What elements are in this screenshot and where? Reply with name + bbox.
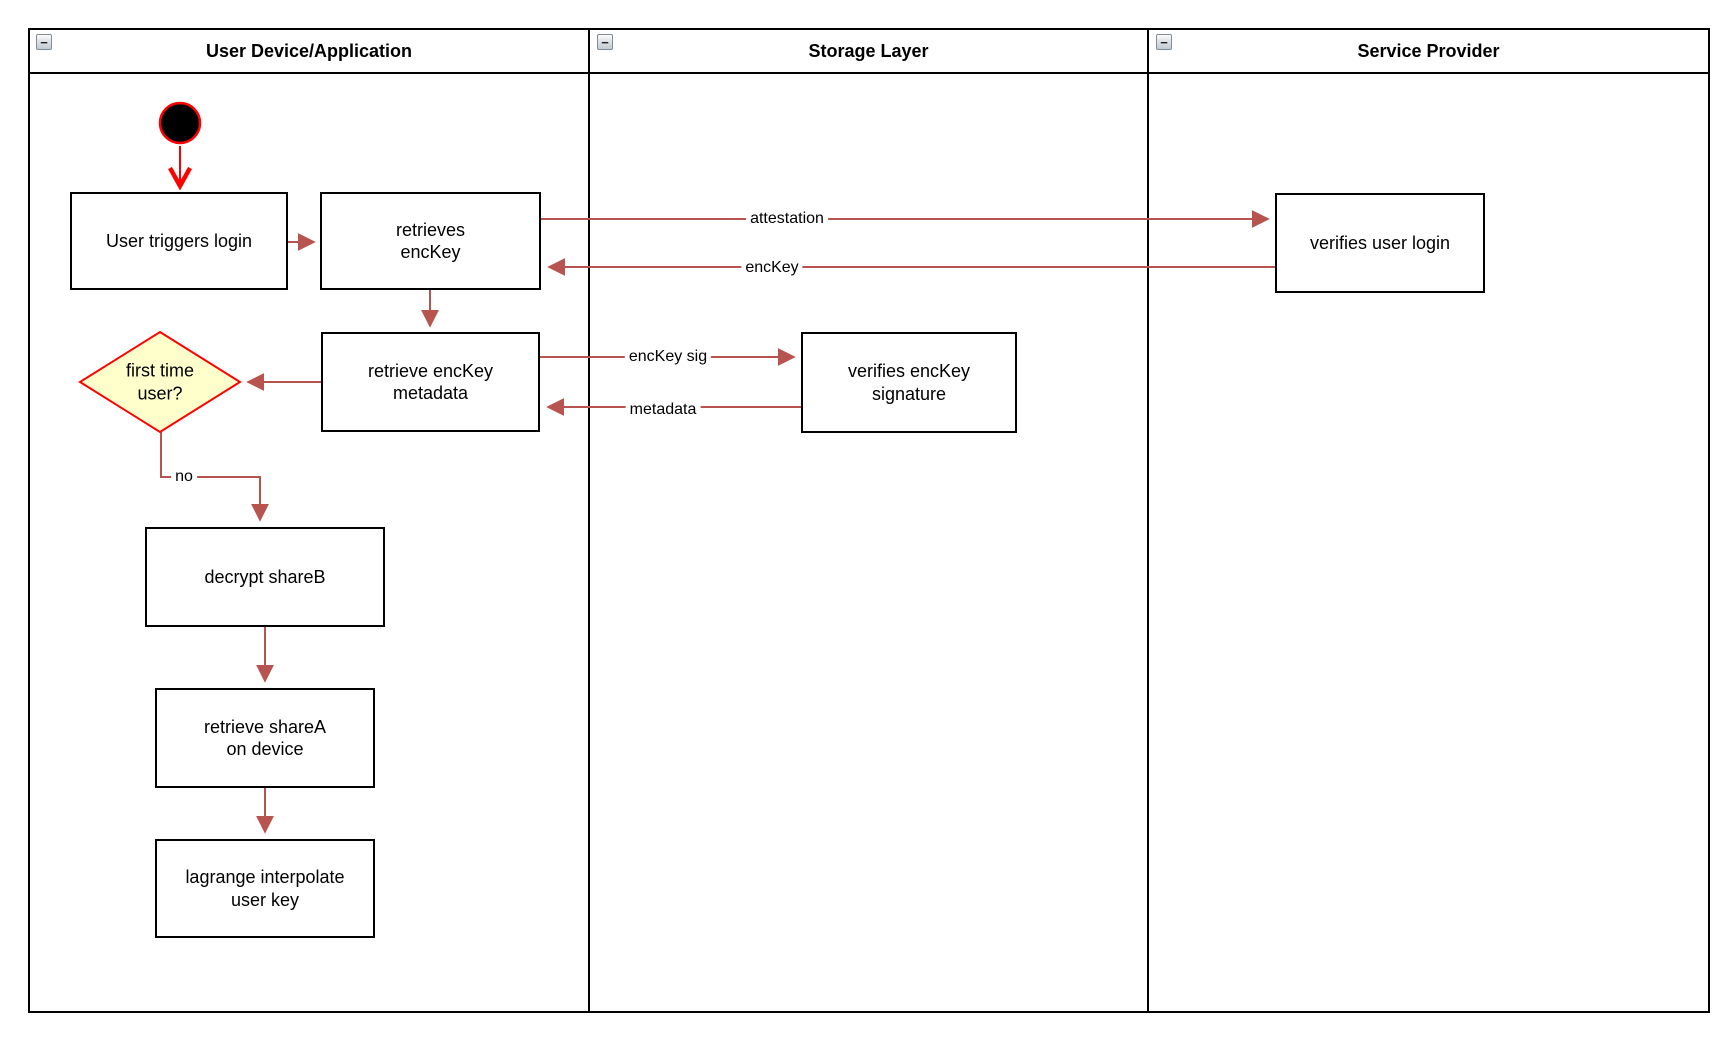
node-label: retrieves encKey — [395, 219, 466, 263]
node-label: retrieve shareA on device — [203, 716, 327, 760]
node-retrieve-sharea[interactable]: retrieve shareA on device — [155, 688, 375, 788]
collapse-lane-button-minus-icon[interactable]: − — [36, 34, 52, 50]
lane-service-provider: Service Provider — [1149, 30, 1708, 1011]
lane-user-device-application: User Device/Application — [30, 30, 590, 1011]
node-label: verifies encKey signature — [847, 361, 971, 404]
node-lagrange-interpolate[interactable]: lagrange interpolate user key — [155, 839, 375, 938]
node-label: decrypt shareB — [204, 566, 326, 587]
lane-title: Storage Layer — [808, 40, 929, 61]
collapse-lane-button-minus-icon[interactable]: − — [597, 34, 613, 50]
initial-node[interactable] — [158, 101, 202, 145]
lane-title: Service Provider — [1357, 40, 1500, 61]
edge-label-no: no — [171, 468, 197, 486]
edge-label-attestation: attestation — [746, 210, 828, 228]
node-retrieve-enckey-metadata[interactable]: retrieve encKey metadata — [321, 332, 540, 432]
node-user-triggers-login[interactable]: User triggers login — [70, 192, 288, 290]
node-verifies-user-login[interactable]: verifies user login — [1275, 193, 1485, 293]
lane-header-service-provider[interactable]: Service Provider — [1149, 30, 1708, 74]
decision-first-time-user[interactable] — [78, 330, 242, 434]
edge-label-enckey-sig: encKey sig — [624, 348, 712, 366]
node-retrieves-enckey[interactable]: retrieves encKey — [320, 192, 541, 290]
lane-title: User Device/Application — [205, 40, 413, 61]
collapse-lane-button-minus-icon[interactable]: − — [1156, 34, 1172, 50]
node-label: lagrange interpolate user key — [185, 867, 345, 910]
node-label: verifies user login — [1309, 232, 1451, 253]
lane-header-storage-layer[interactable]: Storage Layer — [590, 30, 1147, 74]
node-label: retrieve encKey metadata — [367, 360, 494, 404]
edge-label-metadata: metadata — [625, 401, 701, 419]
node-label: User triggers login — [105, 230, 253, 251]
edge-decision-no-to-decrypt[interactable] — [160, 432, 269, 522]
lane-header-user-device-application[interactable]: User Device/Application — [30, 30, 588, 74]
decision-label: first time user? — [125, 360, 195, 404]
node-verifies-enckey-signature[interactable]: verifies encKey signature — [801, 332, 1017, 433]
lane-storage-layer: Storage Layer — [590, 30, 1149, 1011]
node-decrypt-shareb[interactable]: decrypt shareB — [145, 527, 385, 627]
edge-label-enckey: encKey — [741, 259, 803, 277]
